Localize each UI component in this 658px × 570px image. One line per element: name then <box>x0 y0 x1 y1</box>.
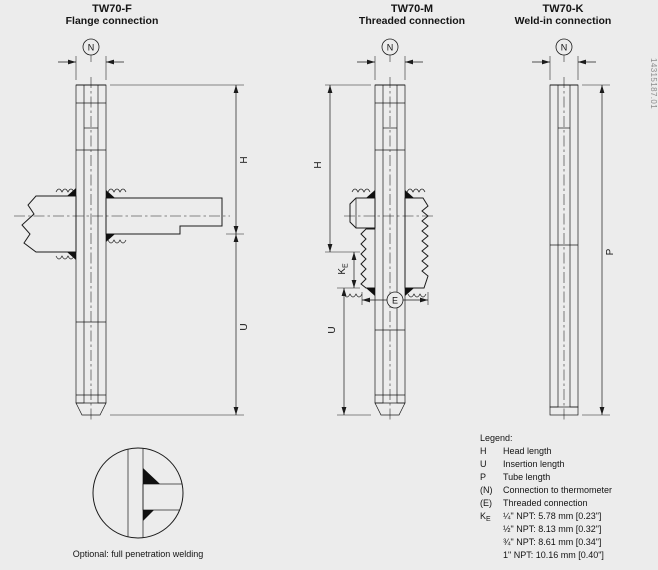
detail-caption: Optional: full penetration welding <box>73 549 204 559</box>
legend-text: ½" NPT: 8.13 mm [0.32"] <box>503 524 601 534</box>
detail-weld-top <box>143 468 160 484</box>
dim-label-n-k: N <box>561 43 568 53</box>
legend-symbol-ke: KE <box>480 511 491 523</box>
tube-tip <box>374 402 406 416</box>
n-bubble <box>555 38 573 56</box>
view-k-subtitle: Weld-in connection <box>515 15 612 27</box>
view-k-drawing: N P <box>532 38 616 421</box>
legend-text: 1" NPT: 10.16 mm [0.40"] <box>503 550 604 560</box>
legend-text: Head length <box>503 446 552 456</box>
tube-tip <box>75 402 107 416</box>
view-m-drawing: N H KE U E <box>313 38 436 421</box>
dim-n-f: N <box>58 38 124 80</box>
document-number: 14315187.01 <box>649 58 658 109</box>
dim-e-m: E <box>361 291 429 309</box>
tube-walls <box>549 84 579 416</box>
hex-nut <box>349 197 376 229</box>
dim-h-u-f: H U <box>110 84 250 416</box>
e-bubble <box>386 291 404 309</box>
legend: Legend: H Head length U Insertion length… <box>480 433 612 560</box>
legend-symbol: H <box>480 446 487 456</box>
legend-text: ¼" NPT: 5.78 mm [0.23"] <box>503 511 601 521</box>
dim-n-k: N <box>532 38 596 80</box>
dim-label-h-m: H <box>313 161 324 168</box>
view-m-subtitle: Threaded connection <box>359 15 465 27</box>
dim-label-e-m: E <box>392 296 398 306</box>
dim-label-ke-m: KE <box>337 263 350 275</box>
joint-lines <box>550 127 578 246</box>
dim-label-u-f: U <box>239 323 250 330</box>
detail-flange <box>142 483 183 511</box>
legend-text: Tube length <box>503 472 550 482</box>
weld-squiggles <box>55 188 127 260</box>
detail-circle <box>92 447 184 539</box>
dim-label-p-k: P <box>605 248 616 255</box>
legend-symbol: P <box>480 472 486 482</box>
dim-h-u-ke-m: H KE U <box>313 84 371 416</box>
dim-n-m: N <box>357 38 423 80</box>
legend-text: Insertion length <box>503 459 565 469</box>
n-bubble <box>381 38 399 56</box>
legend-symbol: (N) <box>480 485 493 495</box>
weld-squiggles <box>343 188 427 298</box>
view-titles: TW70-F Flange connection TW70-M Threaded… <box>66 3 612 27</box>
legend-title: Legend: <box>480 433 513 443</box>
legend-symbol: (E) <box>480 498 492 508</box>
n-bubble <box>82 38 100 56</box>
detail-tube-wall <box>127 448 144 538</box>
flange-left-break <box>21 195 77 253</box>
thread-collar-section <box>404 197 429 289</box>
view-f-subtitle: Flange connection <box>66 15 159 27</box>
view-f-drawing: N H U <box>14 38 250 421</box>
dim-label-n-f: N <box>88 43 95 53</box>
view-f-title: TW70-F <box>92 3 132 15</box>
joint-lines <box>76 102 106 396</box>
view-m-title: TW70-M <box>391 3 433 15</box>
dim-label-n-m: N <box>387 43 394 53</box>
legend-text: Connection to thermometer <box>503 485 612 495</box>
joint-lines <box>375 102 405 396</box>
weld-fillets <box>67 188 115 260</box>
legend-symbol: U <box>480 459 487 469</box>
view-k-title: TW70-K <box>543 3 584 15</box>
male-thread <box>360 228 375 289</box>
legend-text: ¾" NPT: 8.61 mm [0.34"] <box>503 537 601 547</box>
dim-label-h-f: H <box>239 156 250 163</box>
dim-p-k: P <box>582 84 616 416</box>
legend-text: Threaded connection <box>503 498 588 508</box>
weld-detail: Optional: full penetration welding <box>73 447 204 559</box>
detail-weld-bottom <box>143 510 154 521</box>
dim-label-u-m: U <box>327 326 338 333</box>
